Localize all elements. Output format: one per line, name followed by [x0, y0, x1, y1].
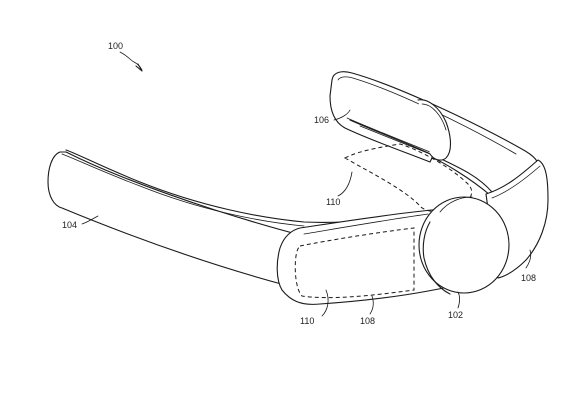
- label-sensor-module: 102: [448, 310, 463, 320]
- label-strap-first: 104: [62, 220, 77, 230]
- label-figure-ref: 100: [108, 41, 123, 51]
- label-strap-end-second: 108: [521, 273, 536, 283]
- pad-outline-lower: [294, 227, 415, 299]
- label-pad-upper: 110: [326, 197, 340, 207]
- label-pad-lower: 110: [300, 316, 314, 326]
- pad-outline-upper: [343, 143, 473, 213]
- sensor-module-102: [418, 196, 510, 295]
- strap-loop-106: [329, 71, 539, 197]
- leader-lines: [81, 51, 532, 317]
- label-strap-end: 108: [360, 316, 375, 326]
- label-strap-loop: 106: [314, 115, 329, 125]
